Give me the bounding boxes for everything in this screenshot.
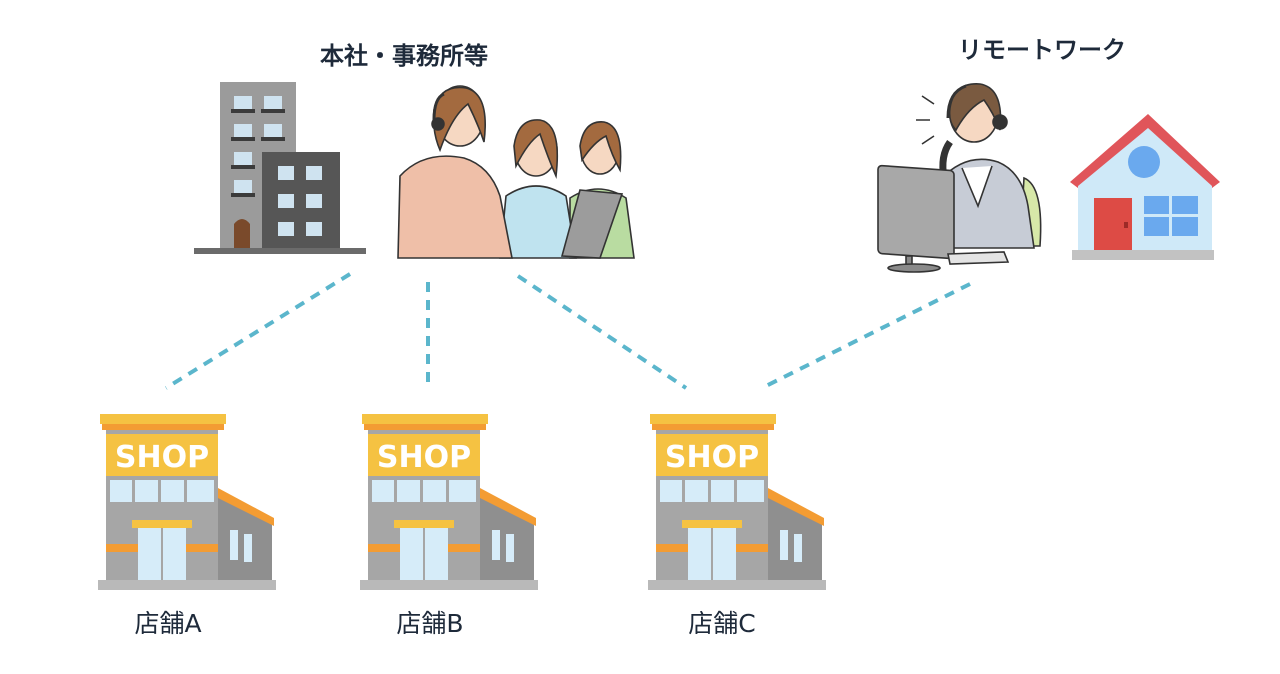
store-c-label: 店舗C xyxy=(688,609,756,638)
store-a-label: 店舗A xyxy=(134,609,202,638)
remote-operator-icon xyxy=(877,83,1042,273)
connector-remote-store-c xyxy=(761,282,971,390)
connector-office-store-c xyxy=(516,274,688,390)
connector-office-store-a xyxy=(164,272,352,390)
office-label: 本社・事務所等 xyxy=(320,42,488,70)
store-c-shop-icon xyxy=(648,414,826,590)
office-building-icon xyxy=(194,82,366,254)
store-b-shop-icon xyxy=(360,414,538,590)
call-center-operators-icon xyxy=(397,85,635,259)
store-b-label: 店舗B xyxy=(396,609,464,638)
remote-label: リモートワーク xyxy=(958,36,1126,64)
store-a-shop-icon xyxy=(98,414,276,590)
connector-lines xyxy=(164,272,971,390)
house-icon xyxy=(1070,114,1220,260)
